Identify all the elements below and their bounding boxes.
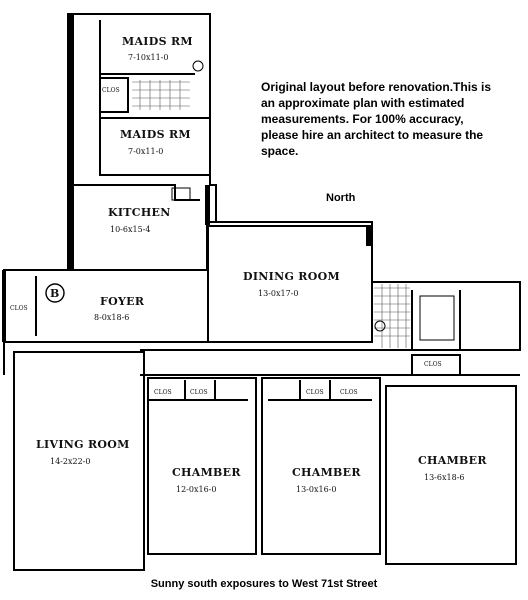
room-maids-1-dim: 7-10x11-0: [128, 53, 168, 62]
room-foyer-dim: 8-0x18-6: [94, 313, 129, 322]
closet-label-c3: CLOS: [424, 361, 442, 368]
wall-chamber-3: [385, 385, 517, 565]
wall-dining-room: [207, 225, 373, 343]
room-kitchen-name: KITCHEN: [108, 206, 171, 219]
wall-accent-dining: [366, 226, 372, 246]
room-chamber-2-dim: 13-0x16-0: [296, 485, 336, 494]
exposure-caption: Sunny south exposures to West 71st Stree…: [150, 578, 378, 590]
closet-label-foyer: CLOS: [10, 305, 28, 312]
wall-closets-c2: [268, 380, 372, 401]
wall-dining-north: [216, 221, 373, 226]
wall-closets-c1: [148, 380, 248, 401]
room-maids-2-name: MAIDS RM: [120, 128, 191, 141]
room-foyer-name: FOYER: [100, 295, 145, 308]
room-maids-1-name: MAIDS RM: [122, 35, 193, 48]
room-dining-name: DINING ROOM: [243, 270, 340, 283]
room-chamber-2-name: CHAMBER: [292, 466, 361, 479]
closet-label-c2b: CLOS: [340, 389, 358, 396]
room-living-dim: 14-2x22-0: [50, 457, 90, 466]
plan-disclaimer: Original layout before renovation.This i…: [261, 80, 492, 158]
wall-kitchen-top: [68, 184, 200, 201]
wall-accent-kitchen: [205, 185, 210, 225]
wall-living-room: [13, 351, 145, 571]
entry-marker-icon: [45, 283, 65, 303]
kitchen-counter: [171, 187, 191, 201]
tile-pattern: [374, 284, 410, 348]
room-chamber-1-dim: 12-0x16-0: [176, 485, 216, 494]
room-kitchen-dim: 10-6x15-4: [110, 225, 150, 234]
closet-label-c1b: CLOS: [190, 389, 208, 396]
tile-pattern-maids: [132, 80, 190, 110]
toilet-fixture: [192, 60, 204, 72]
wall-bath-inner: [411, 290, 461, 350]
room-chamber-1-name: CHAMBER: [172, 466, 241, 479]
closet-label-c2a: CLOS: [306, 389, 324, 396]
room-living-name: LIVING ROOM: [36, 438, 130, 451]
room-chamber-3-dim: 13-6x18-6: [424, 473, 464, 482]
room-maids-2-dim: 7-0x11-0: [128, 147, 163, 156]
wall-maids-inner: [99, 20, 210, 176]
bath-toilet-fixture: [374, 320, 386, 332]
wall-corridor: [3, 342, 520, 376]
wall-accent-maids: [68, 14, 74, 270]
entry-marker-label: B: [50, 287, 60, 300]
wall-accent-west: [2, 270, 6, 342]
room-chamber-3-name: CHAMBER: [418, 454, 487, 467]
north-label: North: [326, 192, 356, 204]
closet-label-maids: CLOS: [102, 87, 120, 94]
closet-label-c1a: CLOS: [154, 389, 172, 396]
wall-closet-c3: [411, 354, 461, 376]
wall-closet: [100, 77, 129, 113]
wall-chamber-2: [261, 377, 381, 555]
wall-chamber-1: [147, 377, 257, 555]
tub-fixture: [419, 295, 455, 341]
wall-maids-divider: [100, 73, 210, 119]
room-dining-dim: 13-0x17-0: [258, 289, 298, 298]
